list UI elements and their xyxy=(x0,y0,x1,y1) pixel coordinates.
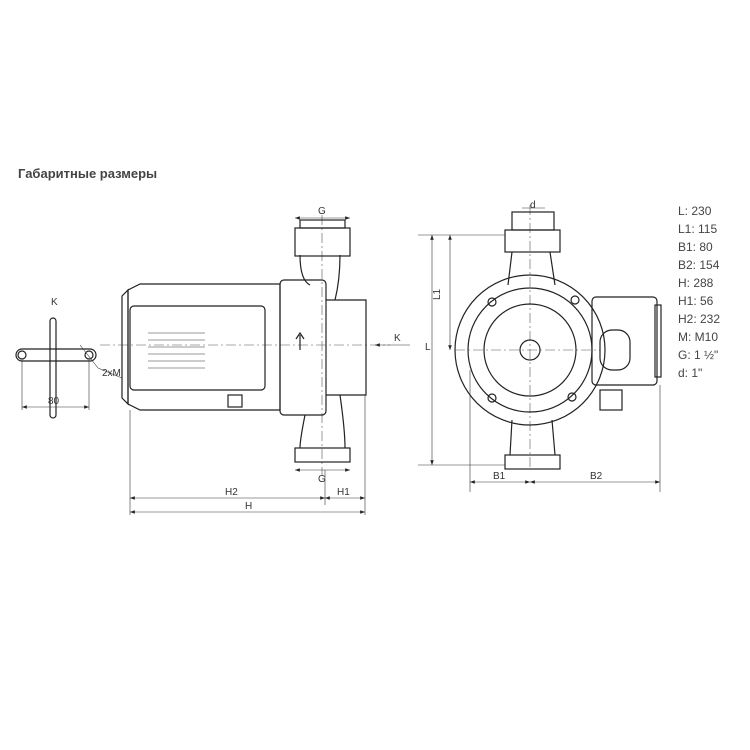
dimension-specs-list: L: 230 L1: 115 B1: 80 B2: 154 H: 288 H1:… xyxy=(678,202,720,382)
k-view-label: K xyxy=(51,297,58,308)
l1-label: L1 xyxy=(432,288,443,300)
spec-h2: H2: 232 xyxy=(678,312,721,326)
spec-b1: B1: 80 xyxy=(678,240,713,254)
k-arrow-label: K xyxy=(394,333,401,344)
spec-d: d: 1" xyxy=(678,366,703,380)
h1-label: H1 xyxy=(337,487,350,498)
spec-h: H: 288 xyxy=(678,276,714,290)
pump-side-view: G G H2 H1 H K xyxy=(100,206,410,515)
spec-b2: B2: 154 xyxy=(678,258,720,272)
m-note-label: 2xM xyxy=(102,368,121,379)
b2-label: B2 xyxy=(590,471,603,482)
page-title: Габаритные размеры xyxy=(18,166,158,181)
spec-h1: H1: 56 xyxy=(678,294,714,308)
b1-label: B1 xyxy=(493,471,506,482)
dim-80-label: 80 xyxy=(48,396,60,407)
h2-label: H2 xyxy=(225,487,238,498)
l-label: L xyxy=(425,342,431,353)
g-top-label: G xyxy=(318,206,326,217)
spec-l: L: 230 xyxy=(678,204,712,218)
spec-l1: L1: 115 xyxy=(678,222,718,236)
h-label: H xyxy=(245,501,252,512)
spec-m: M: M10 xyxy=(678,330,719,344)
pump-front-view: d L L1 B1 B2 xyxy=(418,200,662,492)
spec-g: G: 1 ½" xyxy=(678,348,719,362)
g-bottom-label: G xyxy=(318,474,326,485)
d-label: d xyxy=(530,200,536,211)
flange-view-k: K 80 2xM xyxy=(15,297,123,419)
